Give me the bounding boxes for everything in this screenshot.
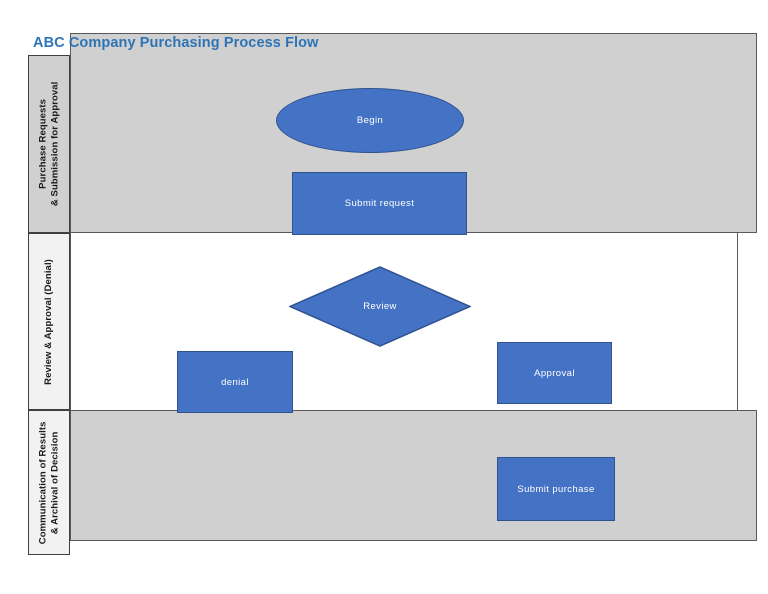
diamond-shape-icon [289,266,471,347]
lane-label-communication-results: Communication of Results & Archival of D… [28,410,70,555]
flow-node-label: Approval [534,367,575,379]
flow-node-submit-purchase[interactable]: Submit purchase [497,457,615,521]
flow-node-label: denial [221,376,249,388]
lane-body-communication-results [70,410,757,541]
flow-node-begin[interactable]: Begin [276,88,464,153]
lane-label-line-2: & Archival of Decision [49,431,60,534]
lane-label-line-1: Communication of Results [37,421,49,544]
lane-label-line-2: & Submission for Approval [49,81,61,207]
flow-node-label: Review [363,301,397,312]
flow-node-denial[interactable]: denial [177,351,293,413]
flow-node-label: Submit purchase [517,483,595,495]
flow-node-submit-request[interactable]: Submit request [292,172,467,235]
flow-node-approval[interactable]: Approval [497,342,612,404]
lane-label-line-1: Purchase Requests [37,99,49,189]
lane-label-review-approval: Review & Approval (Denial) [28,233,70,410]
page-title: ABC Company Purchasing Process Flow [33,35,319,51]
flow-node-label: Submit request [344,198,415,209]
flow-node-review[interactable]: Review [289,266,471,347]
flow-node-label: Begin [356,115,384,126]
lane-label-line-1: Review & Approval (Denial) [43,258,55,385]
lane-label-purchase-requests: Purchase Requests & Submission for Appro… [28,55,70,233]
